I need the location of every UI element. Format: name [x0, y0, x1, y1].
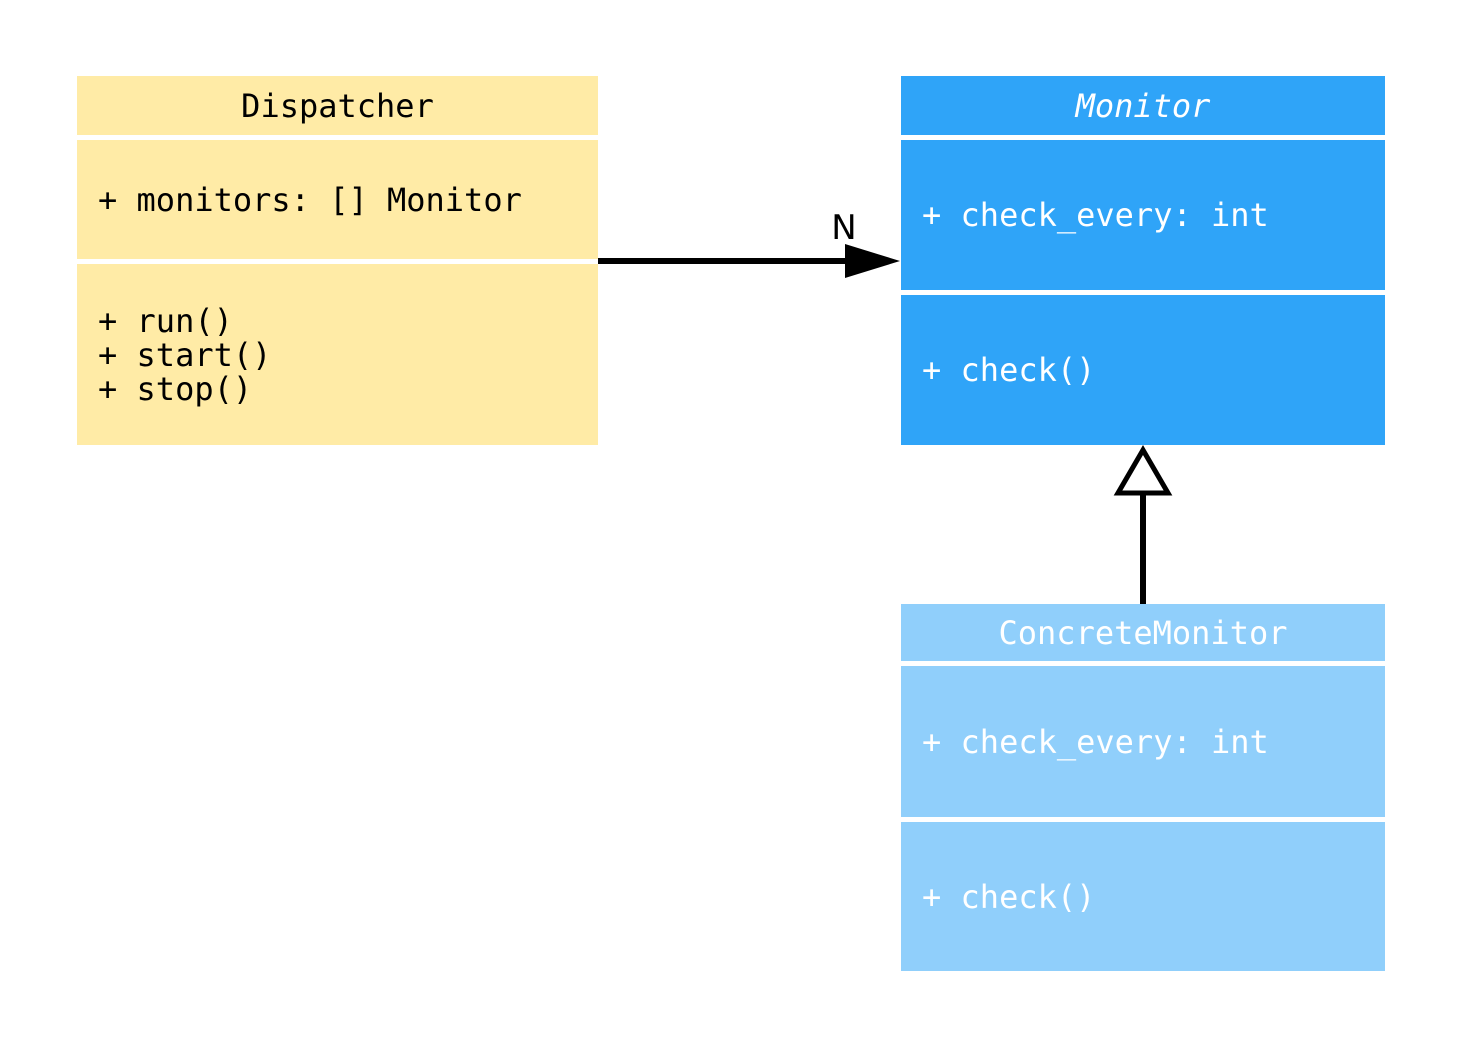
- method-run: + run(): [98, 301, 233, 340]
- method-stop: + stop(): [98, 369, 253, 408]
- class-dispatcher-methods: + run() + start() + stop(): [77, 264, 598, 445]
- class-concrete-monitor: ConcreteMonitor + check_every: int + che…: [901, 604, 1385, 971]
- class-concrete-monitor-title: ConcreteMonitor: [901, 604, 1385, 661]
- class-monitor-attributes: + check_every: int: [901, 140, 1385, 290]
- class-monitor-title: Monitor: [901, 76, 1385, 135]
- inheritance-concrete-monitor-arrow: [1113, 445, 1173, 604]
- attribute-check-every: + check_every: int: [922, 722, 1269, 761]
- method-check: + check(): [922, 351, 1096, 389]
- attribute-monitors: + monitors: [] Monitor: [98, 180, 522, 219]
- class-dispatcher: Dispatcher + monitors: [] Monitor + run(…: [77, 76, 598, 445]
- method-start: + start(): [98, 335, 272, 374]
- class-monitor: Monitor + check_every: int + check(): [901, 76, 1385, 445]
- method-check: + check(): [922, 877, 1096, 916]
- class-concrete-monitor-methods: + check(): [901, 822, 1385, 971]
- attribute-check-every: + check_every: int: [922, 196, 1269, 234]
- class-concrete-monitor-attributes: + check_every: int: [901, 666, 1385, 817]
- association-dispatcher-monitor-arrow: [598, 244, 900, 278]
- class-dispatcher-attributes: + monitors: [] Monitor: [77, 140, 598, 259]
- class-dispatcher-title: Dispatcher: [77, 76, 598, 135]
- multiplicity-label: N: [831, 208, 857, 248]
- class-monitor-methods: + check(): [901, 295, 1385, 445]
